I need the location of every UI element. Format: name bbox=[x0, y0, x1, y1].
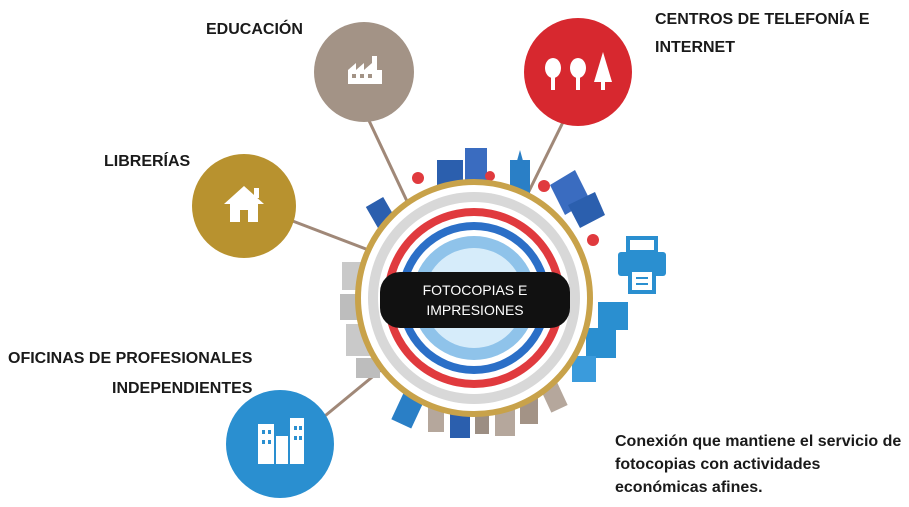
centros-node bbox=[524, 18, 632, 126]
center-title-line2: IMPRESIONES bbox=[426, 302, 524, 318]
label-oficinas: OFICINAS DE PROFESIONALES INDEPENDIENTES bbox=[8, 344, 252, 404]
center-title-line1: FOTOCOPIAS E bbox=[422, 282, 528, 298]
label-centros: CENTROS DE TELEFONÍA E INTERNET bbox=[655, 6, 895, 62]
factory-icon bbox=[348, 56, 382, 84]
label-centros-line1: CENTROS DE TELEFONÍA E bbox=[655, 11, 870, 28]
caption-note: Conexión que mantiene el servicio de fot… bbox=[615, 433, 902, 496]
office-buildings-icon bbox=[258, 418, 304, 464]
center-pill bbox=[380, 272, 570, 328]
label-oficinas-line1: OFICINAS DE PROFESIONALES bbox=[8, 350, 253, 367]
printer-icon bbox=[618, 236, 666, 294]
label-centros-line2: INTERNET bbox=[655, 39, 735, 56]
educacion-node bbox=[314, 22, 414, 122]
trees-icon bbox=[545, 52, 612, 90]
label-oficinas-line2: INDEPENDIENTES bbox=[112, 380, 253, 397]
house-icon bbox=[224, 186, 264, 222]
center-title: FOTOCOPIAS E IMPRESIONES bbox=[380, 272, 570, 328]
librerias-node bbox=[192, 154, 296, 258]
oficinas-node bbox=[226, 390, 334, 498]
label-librerias: LIBRERÍAS bbox=[104, 153, 191, 170]
label-educacion: EDUCACIÓN bbox=[206, 21, 303, 38]
